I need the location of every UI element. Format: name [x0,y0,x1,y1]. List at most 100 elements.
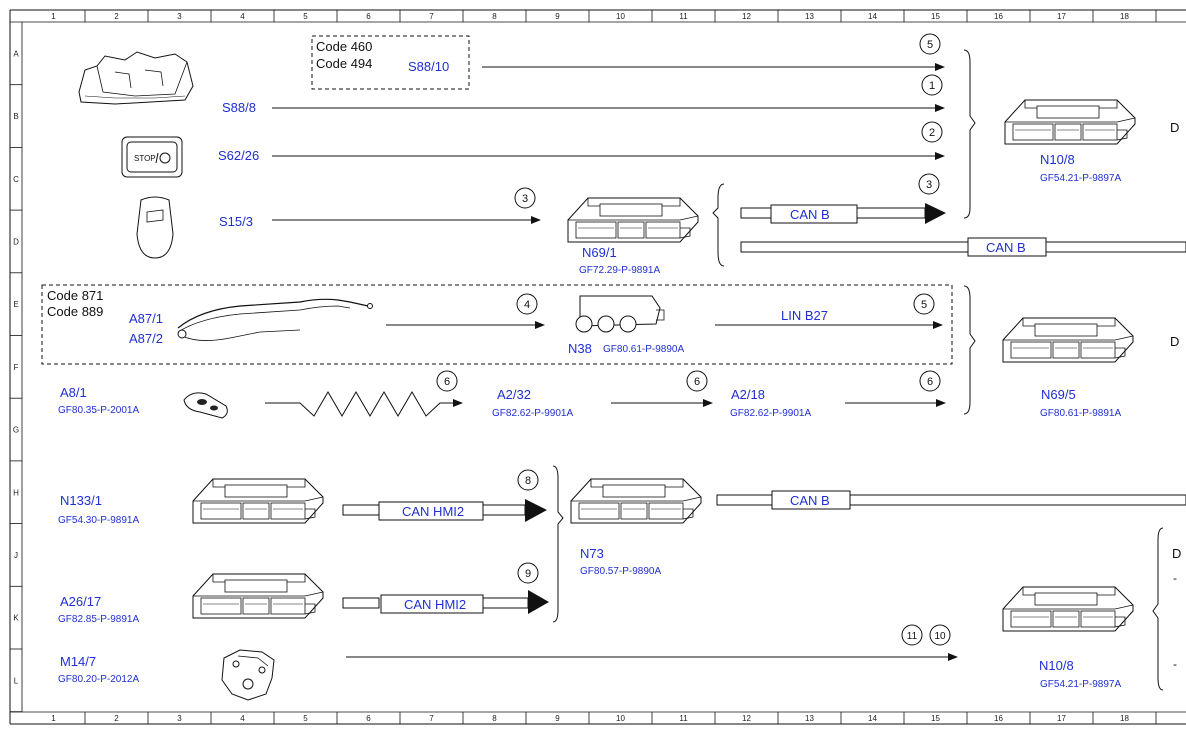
bracket-n73 [552,465,564,623]
a2-32-label: A2/32 [497,387,531,402]
column-number: 1 [51,12,56,21]
s62-26-label: S62/26 [218,148,259,163]
row-letter: A [13,49,19,58]
row-letter: L [14,676,19,685]
column-number: 9 [555,12,560,21]
row-letter: F [14,363,19,372]
signal-marker-5b: 5 [913,293,935,315]
a2-32-ref: GF82.62-P-9901A [492,408,573,419]
n69-5-module [1002,317,1134,363]
grid-frame [9,9,1186,725]
n10-8-bottom-label: N10/8 [1039,658,1074,673]
svg-text:6: 6 [694,376,700,388]
n10-8-top-ref: GF54.21-P-9897A [1040,173,1121,184]
svg-text:5: 5 [927,39,933,51]
column-number: 10 [616,714,625,723]
column-number: 4 [240,714,245,723]
column-number: 12 [742,12,751,21]
s88-8-label: S88/8 [222,100,256,115]
can-b-bus-line-2 [716,490,1186,510]
n38-ref: GF80.61-P-9890A [603,344,684,355]
n69-1-module [567,197,699,243]
n73-label: N73 [580,546,604,561]
m14-7-ref: GF80.20-P-2012A [58,674,139,685]
n73-module [570,478,702,524]
a2-18-label: A2/18 [731,387,765,402]
column-number: 9 [555,714,560,723]
column-number: 2 [114,714,119,723]
a26-17-ref: GF82.85-P-9891A [58,614,139,625]
column-number: 1 [51,714,56,723]
m14-7-actuator-icon [221,649,275,701]
s15-3-switch-icon [136,196,174,259]
edge-letter-3: D [1172,546,1181,561]
row-letter: B [13,112,18,121]
svg-text:10: 10 [934,631,946,642]
row-letter: E [13,300,18,309]
column-number: 8 [492,714,497,723]
row-letter: J [14,551,18,560]
can-b-bus-arrow [740,203,946,224]
code-box-top [311,35,470,90]
column-number: 14 [868,12,877,21]
svg-text:8: 8 [525,475,531,487]
stop-start-button-icon: STOP [121,136,183,178]
n69-1-label: N69/1 [582,245,617,260]
n69-1-ref: GF72.29-P-9891A [579,265,660,276]
column-number: 2 [114,12,119,21]
signal-marker-4: 4 [516,293,538,315]
signal-marker-3a: 3 [514,187,536,209]
n10-8-top-module [1004,99,1136,145]
n69-5-label: N69/5 [1041,387,1076,402]
row-letter: C [13,175,19,184]
a26-17-module [192,573,324,619]
svg-text:2: 2 [929,127,935,139]
a8-1-ref: GF80.35-P-2001A [58,405,139,416]
code-460: Code 460 [316,39,372,54]
column-number: 18 [1120,714,1129,723]
edge-letter-1: D [1170,120,1179,135]
signal-marker-1: 1 [921,74,943,96]
column-number: 7 [429,12,434,21]
signal-marker-5a: 5 [919,33,941,55]
can-hmi2-label-2: CAN HMI2 [404,597,466,612]
column-number: 14 [868,714,877,723]
a26-17-label: A26/17 [60,594,101,609]
column-number: 17 [1057,714,1066,723]
signal-marker-3b: 3 [918,173,940,195]
n73-ref: GF80.57-P-9890A [580,566,661,577]
s88-8-switch-icon [78,51,194,105]
signal-marker-10: 10 [929,624,951,646]
n38-connector-icon [575,295,665,333]
column-number: 5 [303,12,308,21]
signal-marker-9: 9 [517,562,539,584]
column-number: 13 [805,714,814,723]
column-number: 4 [240,12,245,21]
a87-1-label: A87/1 [129,311,163,326]
edge-dash-2: - [1173,657,1177,671]
n10-8-top-label: N10/8 [1040,152,1075,167]
column-number: 18 [1120,12,1129,21]
can-hmi2-bus-2 [342,590,549,614]
svg-text:3: 3 [926,179,932,191]
edge-dash-1: - [1173,571,1177,585]
svg-text:9: 9 [525,568,531,580]
column-number: 5 [303,714,308,723]
m14-7-label: M14/7 [60,654,96,669]
code-box-middle [41,284,953,365]
row-letter: G [13,426,19,435]
row-letter: H [13,488,19,497]
svg-text:4: 4 [524,299,530,311]
code-889: Code 889 [47,304,103,319]
brace-n10-8-top [963,49,976,219]
column-number: 6 [366,12,371,21]
n133-1-label: N133/1 [60,493,102,508]
edge-letter-2: D [1170,334,1179,349]
a87-antenna-cable-icon [177,298,373,341]
can-b-label-2: CAN B [986,240,1026,255]
column-number: 7 [429,714,434,723]
s15-3-label: S15/3 [219,214,253,229]
svg-text:3: 3 [522,193,528,205]
